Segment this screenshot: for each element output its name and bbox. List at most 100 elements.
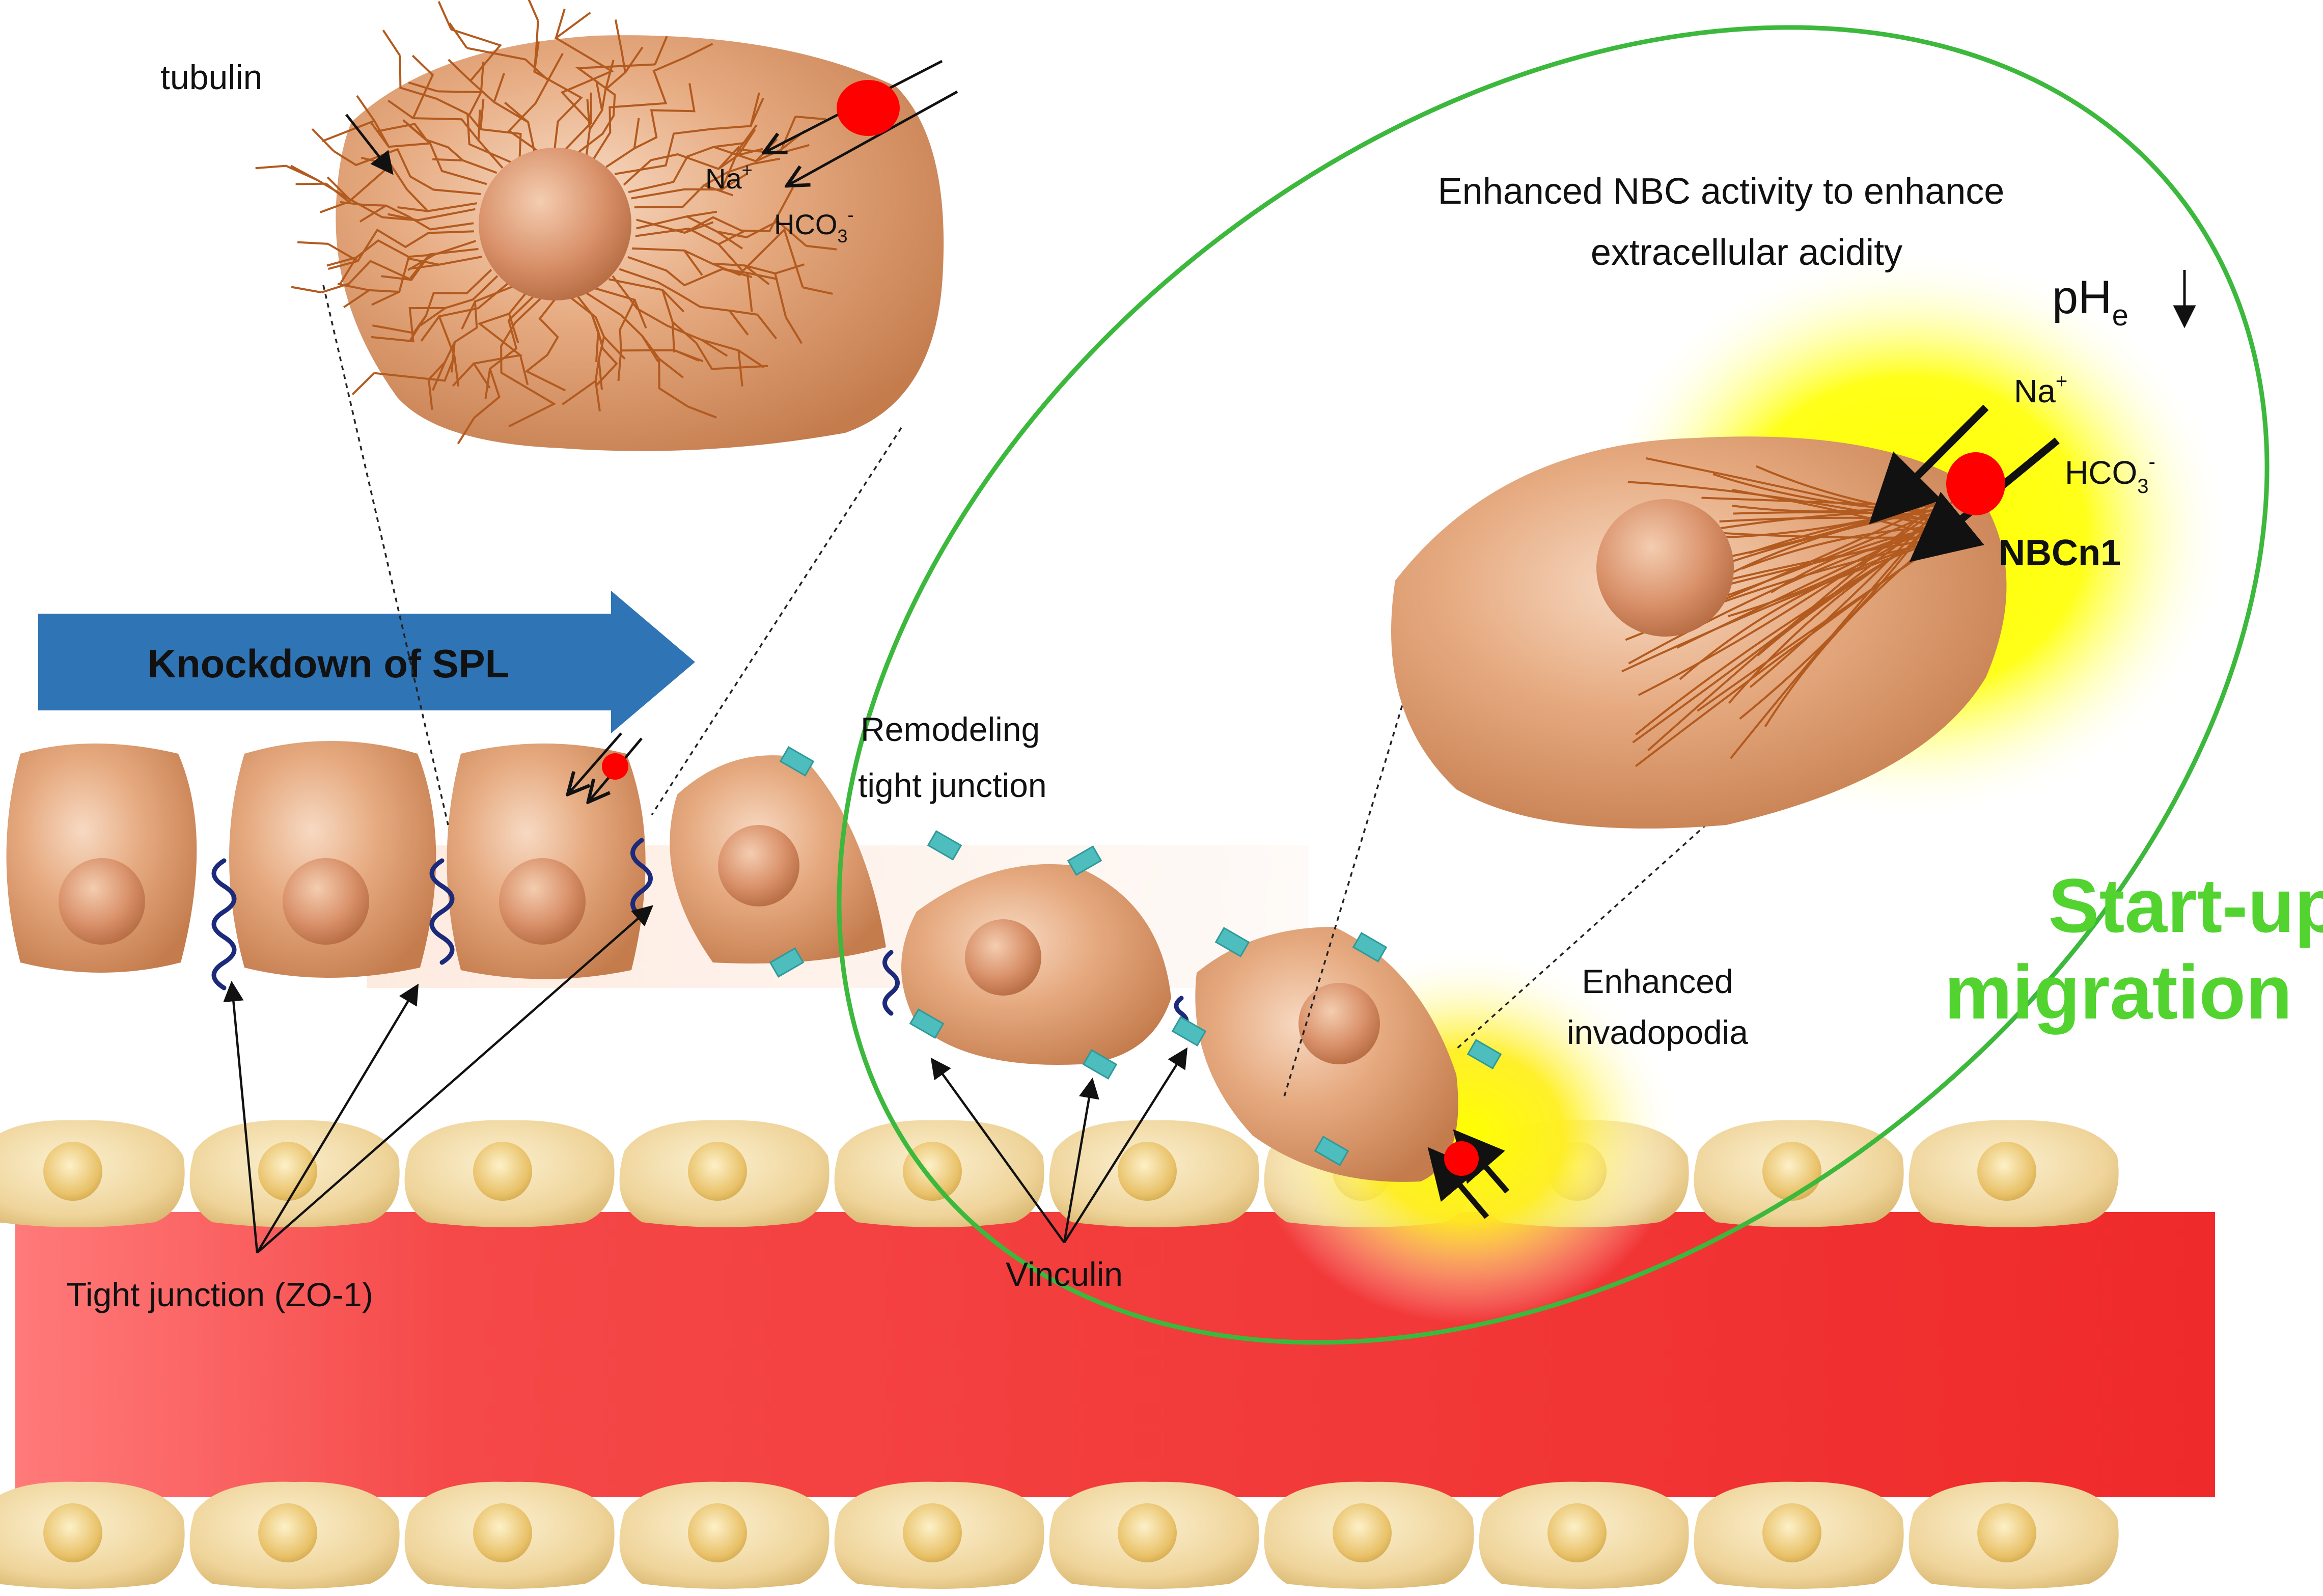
vinculin-label: Vinculin [1006, 1255, 1123, 1293]
endothelial-cell [0, 1481, 185, 1589]
endothelial-cell [619, 1120, 829, 1227]
tubulin-label: tubulin [160, 58, 262, 97]
zo1-squiggle [211, 858, 237, 990]
endothelial-cell [189, 1481, 400, 1589]
endothelium-top-layer [0, 1120, 2119, 1227]
nucleus [283, 858, 369, 945]
nbcn1-label: NBCn1 [1999, 533, 2121, 573]
endothelial-cell [1694, 1481, 1904, 1589]
epithelial-cell-2 [229, 741, 436, 978]
ph-label: pHe [2052, 271, 2128, 332]
endothelial-cell [189, 1120, 400, 1227]
zoom-dashed-lines [322, 285, 1905, 1100]
invadopodia-label-line2: invadopodia [1567, 1013, 1748, 1051]
endothelial-nucleus [43, 1142, 102, 1201]
endothelial-nucleus [1762, 1503, 1821, 1562]
vinculin-patch [909, 1008, 945, 1039]
endothelial-nucleus [1118, 1142, 1177, 1201]
endothelial-nucleus [903, 1503, 962, 1562]
startup-migration-line2: migration [1944, 949, 2292, 1035]
vinculin-patch [1171, 1016, 1207, 1047]
endothelial-cell [1049, 1120, 1259, 1227]
nucleus [59, 858, 145, 945]
vinculin-patch [779, 746, 815, 777]
endothelial-nucleus [258, 1503, 317, 1562]
zoom-cell-tubulin [255, 0, 958, 451]
nbc-transporter-zoom [837, 80, 900, 136]
endothelial-cell [1909, 1481, 2119, 1589]
endothelial-cell [619, 1481, 829, 1589]
nucleus [1298, 983, 1380, 1064]
vinculin-pointers [930, 1047, 1188, 1244]
tubulin-network [255, 0, 837, 445]
endothelial-cell [1264, 1481, 1474, 1589]
nucleus [718, 825, 799, 906]
epithelial-cell-5 [901, 864, 1171, 1065]
vessel-lumen [15, 1212, 2215, 1497]
migrating-cell [1195, 927, 1458, 1182]
enhanced-nbc-label-line1: Enhanced NBC activity to enhance [1438, 171, 2005, 212]
nucleus [499, 858, 586, 945]
invadopodia-label-line1: Enhanced [1582, 962, 1733, 1000]
epithelial-cell-1 [6, 744, 197, 973]
blood-vessel [0, 1120, 2215, 1589]
zo1-squiggle [882, 950, 900, 1016]
startup-migration-ellipse [837, 25, 2270, 1345]
nucleus [479, 148, 631, 300]
endothelial-nucleus [1333, 1503, 1392, 1562]
na-label-nbcn1: Na+ [2014, 370, 2067, 409]
vinculin-patch [1467, 1039, 1502, 1069]
endothelial-cell [404, 1481, 615, 1589]
knockdown-label: Knockdown of SPL [148, 641, 510, 686]
endothelial-nucleus [1977, 1142, 2036, 1201]
nucleus [965, 919, 1041, 996]
endothelial-cell [1479, 1481, 1689, 1589]
endothelial-cell [1049, 1481, 1259, 1589]
hco3-label-zoom: HCO3- [774, 204, 853, 246]
vinculin-patch [769, 947, 805, 978]
tight-junction-label: Tight junction (ZO-1) [66, 1276, 373, 1313]
endothelial-nucleus [1977, 1503, 2036, 1562]
endothelial-cell [1694, 1120, 1904, 1227]
endothelial-nucleus [1547, 1503, 1607, 1562]
endothelial-nucleus [1118, 1503, 1177, 1562]
endothelial-nucleus [688, 1503, 747, 1562]
endothelial-nucleus [473, 1503, 532, 1562]
nucleus [1596, 499, 1734, 637]
nbc-transporter-small-cell3 [568, 732, 643, 802]
endothelial-nucleus [258, 1142, 317, 1201]
endothelial-nucleus [43, 1503, 102, 1562]
zoom-cell-nbcn1 [1391, 404, 2060, 829]
epithelial-cell-4 [670, 755, 886, 964]
nbcn1-transporter [1946, 452, 2005, 515]
endothelial-nucleus [903, 1142, 962, 1201]
tight-junction-pointers [223, 905, 654, 1254]
nbc-transporter-migrating-cell [1427, 1129, 1510, 1219]
endothelium-bottom-layer [0, 1481, 2119, 1589]
vinculin-patch [1067, 845, 1102, 876]
vinculin-patches [769, 746, 1502, 1166]
endothelial-cell [1909, 1120, 2119, 1227]
endothelial-cell [834, 1481, 1044, 1589]
endothelial-cell [404, 1120, 615, 1227]
endothelial-nucleus [473, 1142, 532, 1201]
remodeling-label-line2: tight junction [858, 766, 1047, 804]
startup-migration-line1: Start-up [2049, 863, 2323, 948]
vinculin-patch [1314, 1136, 1349, 1166]
endothelial-nucleus [1762, 1142, 1821, 1201]
vinculin-patch [927, 830, 962, 861]
zo1-squiggle [429, 858, 455, 965]
vinculin-patch [1214, 927, 1250, 957]
endothelial-cell [0, 1120, 185, 1227]
zo1-squiggle [630, 838, 653, 919]
na-label-zoom: Na+ [705, 159, 753, 195]
endothelial-nucleus [688, 1142, 747, 1201]
knockdown-banner-arrow: Knockdown of SPL [38, 591, 695, 733]
tubulin-leader [345, 114, 394, 175]
enhanced-nbc-label-line2: extracellular acidity [1591, 232, 1902, 273]
vinculin-patch [1352, 932, 1388, 962]
remodeling-label-line1: Remodeling [861, 710, 1040, 748]
endothelial-cell [834, 1120, 1044, 1227]
hco3-label-nbcn1: HCO3- [2065, 451, 2155, 498]
